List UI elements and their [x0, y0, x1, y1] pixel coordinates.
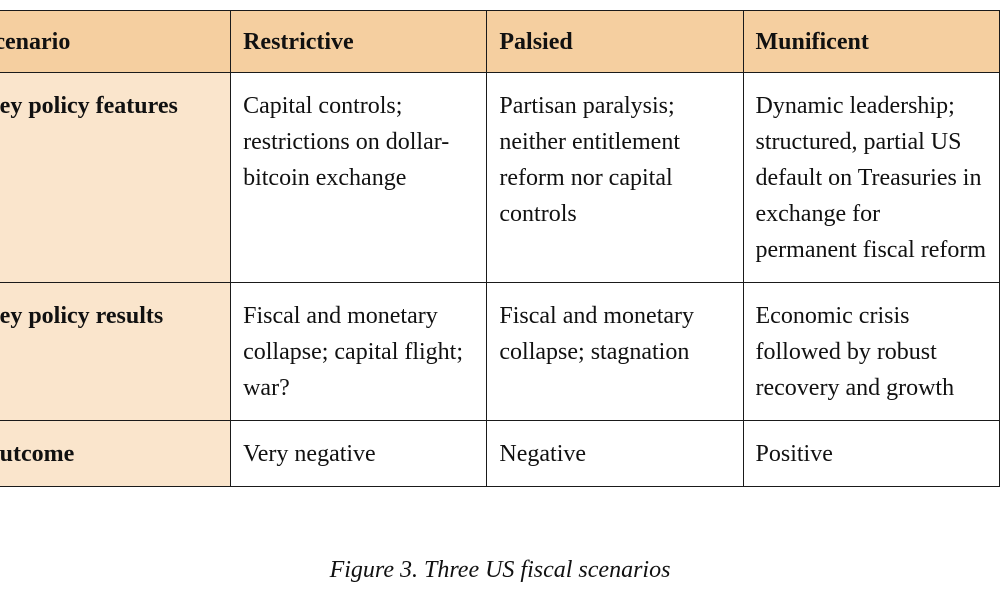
header-munificent: Munificent [742, 10, 1000, 73]
cell-munificent-outcome: Positive [742, 420, 1000, 487]
cell-palsied-features: Partisan paralysis; neither entitlement … [486, 72, 744, 283]
cell-restrictive-features: Capital controls; restrictions on dollar… [230, 72, 488, 283]
cell-palsied-outcome: Negative [486, 420, 744, 487]
cell-palsied-results: Fiscal and monetary collapse; stagnation [486, 282, 744, 421]
table-row-policy-results: Key policy results Fiscal and monetary c… [0, 282, 1000, 421]
scenarios-table-container: Scenario Restrictive Palsied Munificent … [0, 10, 1000, 487]
cell-munificent-results: Economic crisis followed by robust recov… [742, 282, 1000, 421]
row-label-policy-features: Key policy features [0, 72, 232, 283]
header-palsied: Palsied [486, 10, 744, 73]
cell-restrictive-outcome: Very negative [230, 420, 488, 487]
table-row-outcome: Outcome Very negative Negative Positive [0, 420, 1000, 487]
table-header-row: Scenario Restrictive Palsied Munificent [0, 10, 1000, 73]
row-label-outcome: Outcome [0, 420, 232, 487]
header-restrictive: Restrictive [230, 10, 488, 73]
figure-caption: Figure 3. Three US fiscal scenarios [329, 557, 671, 583]
cell-munificent-features: Dynamic leadership; structured, partial … [742, 72, 1000, 283]
header-scenario: Scenario [0, 10, 232, 73]
row-label-policy-results: Key policy results [0, 282, 232, 421]
cell-restrictive-results: Fiscal and monetary collapse; capital fl… [230, 282, 488, 421]
table-row-policy-features: Key policy features Capital controls; re… [0, 72, 1000, 283]
fiscal-scenarios-table: Scenario Restrictive Palsied Munificent … [0, 10, 1000, 487]
